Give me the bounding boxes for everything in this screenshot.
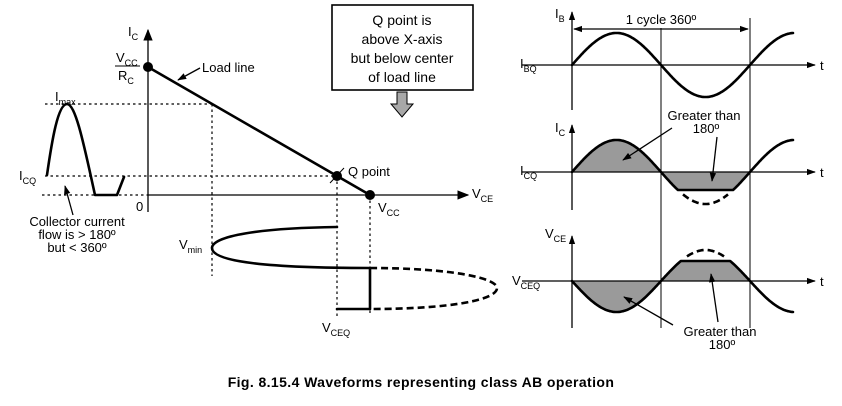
svg-text:RC: RC xyxy=(118,68,134,86)
ic-clipped-portion xyxy=(682,193,729,206)
ic-conduction-shading xyxy=(572,140,750,190)
callout-line-4: of load line xyxy=(368,69,436,85)
vce-axis-label-right: VCE xyxy=(545,226,566,244)
collector-note-line-1: Collector current xyxy=(29,214,125,229)
vcc-label: VCC xyxy=(378,200,400,218)
ib-axis-label: IB xyxy=(555,6,565,24)
callout-line-3: but below center xyxy=(351,50,454,66)
vmin-label: Vmin xyxy=(179,237,202,255)
collector-current-waveform xyxy=(45,102,126,197)
collector-note-pointer xyxy=(64,185,74,216)
vce-note-line-1: Greater than xyxy=(684,324,757,339)
q-point-label: Q point xyxy=(348,164,390,179)
ibq-label: IBQ xyxy=(520,56,537,74)
callout-line-2: above X-axis xyxy=(362,31,443,47)
q-point-pointer xyxy=(329,167,345,184)
vce-waveform xyxy=(570,259,795,314)
vce-note-pointer-2 xyxy=(709,273,719,323)
vceq-label-right: VCEQ xyxy=(512,273,540,291)
vcc-point xyxy=(365,190,375,200)
vce-note-line-2: 180º xyxy=(709,337,736,352)
vcc-over-rc-label: VCC RC xyxy=(115,50,140,86)
load-line-pointer xyxy=(177,67,201,81)
figure-caption: Fig. 8.15.4 Waveforms representing class… xyxy=(228,374,615,390)
vce-conduction-shading xyxy=(572,261,750,312)
ic-note-line-1: Greater than xyxy=(668,108,741,123)
ib-t-label: t xyxy=(820,58,824,73)
down-arrow-icon xyxy=(389,91,415,118)
load-line-panel: IC VCE 0 VCC RC Load line Q point VCC Im… xyxy=(19,24,499,338)
ic-note-line-2: 180º xyxy=(693,121,720,136)
vce-note-pointer-1 xyxy=(623,296,674,326)
ic-t-label: t xyxy=(820,165,824,180)
icq-label-left: ICQ xyxy=(19,168,36,186)
vce-waveform-clipped-dashed xyxy=(369,266,499,311)
vce-clipped-portion xyxy=(686,248,725,258)
vce-t-label: t xyxy=(820,274,824,289)
waveform-panel: 1 cycle 360º IB IBQ t IC ICQ t Greater t… xyxy=(512,6,824,352)
callout-box xyxy=(331,4,474,91)
ic-note-pointer-1 xyxy=(622,127,673,161)
collector-note-line-3: but < 360º xyxy=(47,240,107,255)
load-line-label: Load line xyxy=(202,60,255,75)
vce-axis-label: VCE xyxy=(472,186,493,204)
q-point-callout: Q point is above X-axis but below center… xyxy=(331,4,474,118)
ib-waveform xyxy=(570,31,795,99)
vceq-label-left: VCEQ xyxy=(322,320,350,338)
callout-line-1: Q point is xyxy=(372,12,431,28)
imax-label: Imax xyxy=(55,89,76,107)
collector-note-line-2: flow is > 180º xyxy=(38,227,116,242)
ic-note-pointer-2 xyxy=(709,136,718,182)
vce-waveform-solid xyxy=(210,225,372,311)
icq-label-right: ICQ xyxy=(520,163,537,181)
ic-axis-label: IC xyxy=(128,24,139,42)
cycle-label: 1 cycle 360º xyxy=(626,12,697,27)
svg-text:VCC: VCC xyxy=(116,50,138,68)
ic-waveform xyxy=(570,138,795,192)
vcc-rc-point xyxy=(143,62,153,72)
ic-axis-label: IC xyxy=(555,120,566,138)
origin-label: 0 xyxy=(136,199,143,214)
